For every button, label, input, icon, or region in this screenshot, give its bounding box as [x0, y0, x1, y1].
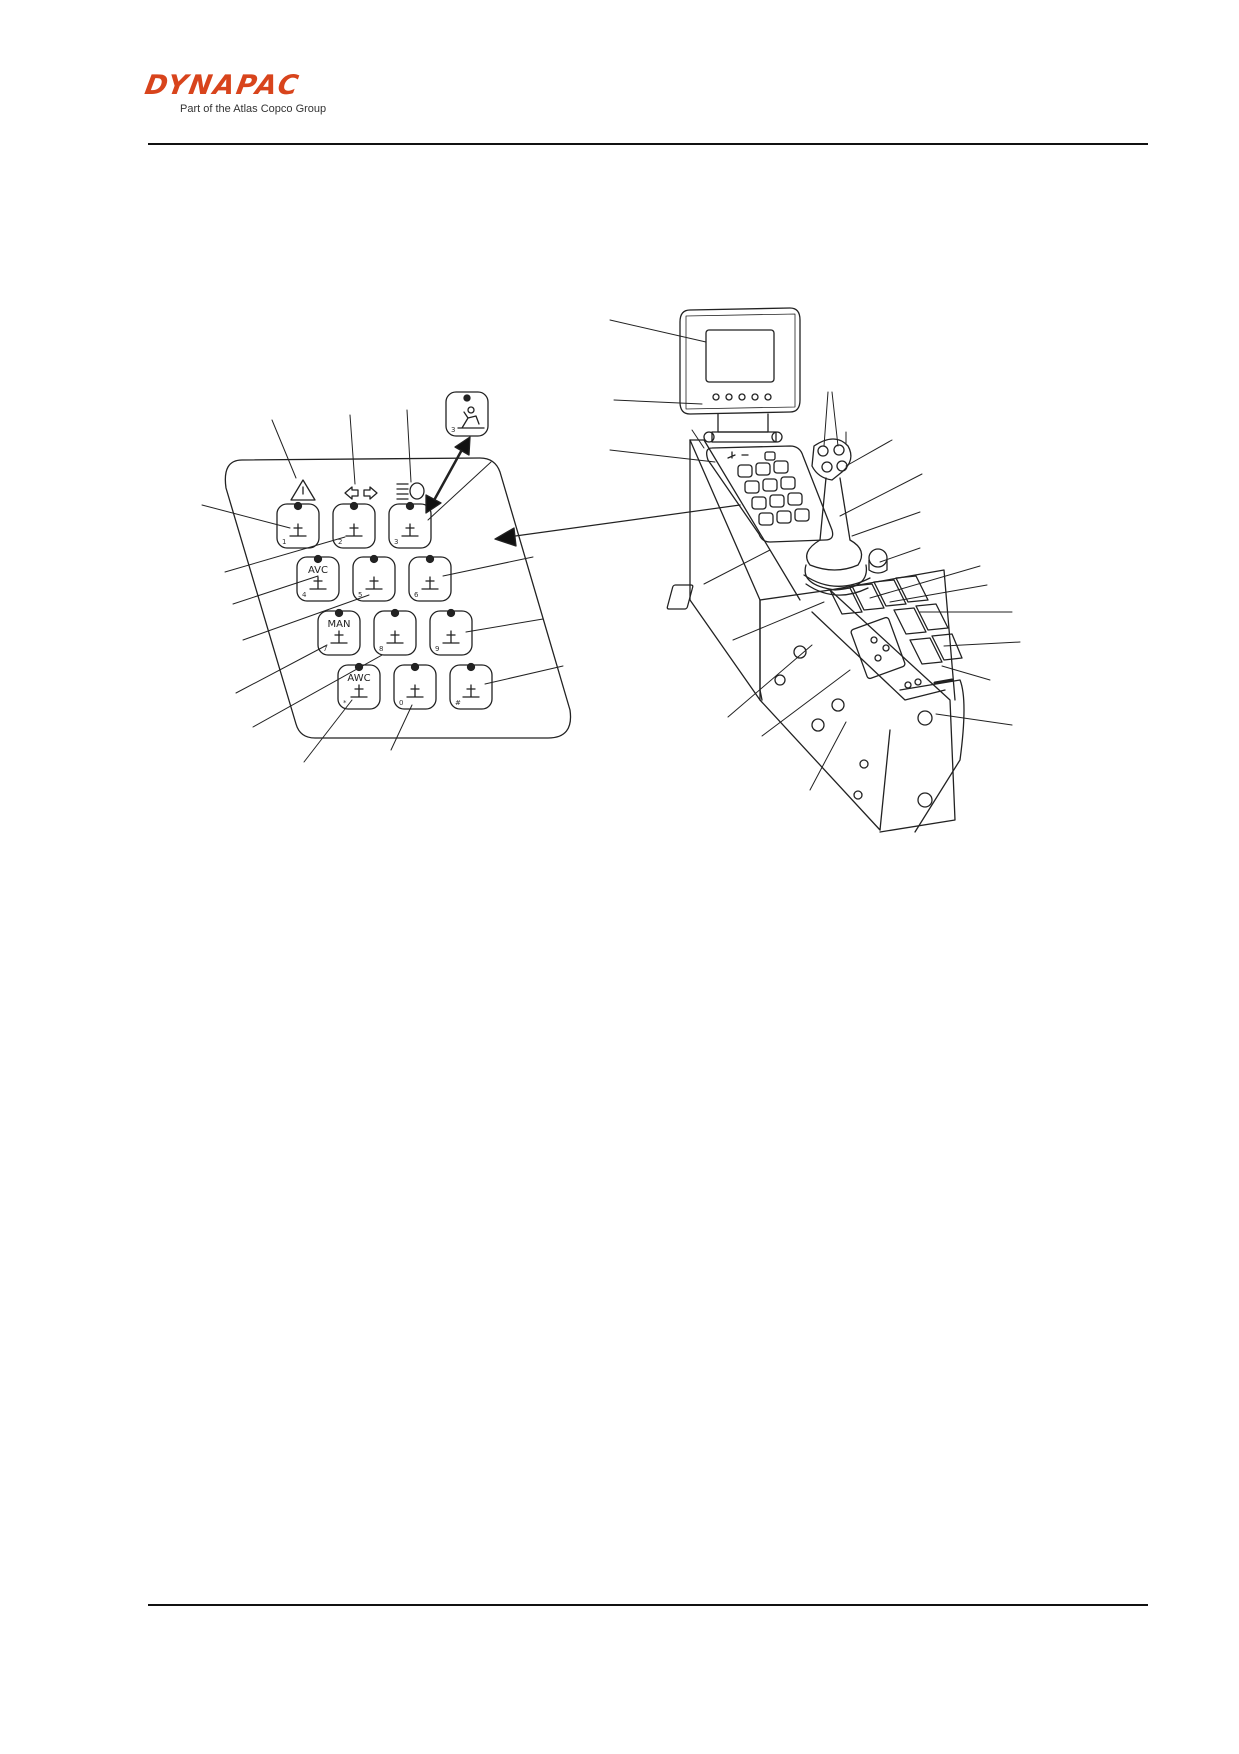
key-number: 3: [451, 426, 455, 434]
key-number: 3: [394, 538, 398, 546]
key-number: 6: [414, 591, 419, 599]
key-indicator-led: [446, 608, 456, 618]
joystick: [803, 438, 888, 596]
amplitude-up-icon: [386, 630, 404, 644]
key-number: 2: [338, 538, 342, 546]
keypad-key-12: #: [449, 662, 493, 710]
control-unit: [609, 307, 1021, 833]
key-number: 9: [435, 645, 439, 653]
key-indicator-led: [405, 501, 415, 511]
key-indicator-led: [349, 501, 359, 511]
manual-mode-icon: [330, 630, 348, 644]
keypad-key-7: MAN 7: [317, 608, 361, 656]
awc-icon: [350, 684, 368, 698]
display-monitor: [679, 307, 801, 415]
display-mode-icon: [365, 576, 383, 590]
keypad-key-5: 5: [352, 554, 396, 602]
key-indicator-led: [293, 501, 303, 511]
keypad-key-11: 0: [393, 662, 437, 710]
key-number: 1: [282, 538, 286, 546]
key-indicator-led: [390, 608, 400, 618]
key-number: #: [455, 699, 461, 707]
settings-transfer-icon: [401, 523, 419, 537]
key-number: 8: [379, 645, 383, 653]
worker-icon: [457, 406, 485, 429]
keypad-callout-arrow: [494, 504, 741, 547]
keypad-key-10: AWC *: [337, 662, 381, 710]
console-body: [666, 439, 965, 833]
keypad-key-6: 6: [408, 554, 452, 602]
link-arrow: [425, 436, 471, 514]
hazard-warning-icon: [290, 479, 316, 501]
unit-leader-lines: [609, 319, 1021, 791]
cabin-icon: [421, 576, 439, 590]
key-indicator-led: [334, 608, 344, 618]
keypad-key-8: 8: [373, 608, 417, 656]
brand-tagline: Part of the Atlas Copco Group: [180, 103, 327, 115]
key-number: 5: [358, 591, 362, 599]
keypad-key-3: 3: [388, 501, 432, 549]
amplitude-down-icon: [406, 684, 424, 698]
header-rule: [148, 143, 1148, 145]
footer-rule: [148, 1604, 1148, 1606]
keypad-key-9: 9: [429, 608, 473, 656]
key-indicator-led: [425, 554, 435, 564]
unit-keypad: [706, 445, 834, 543]
work-light-icon: [442, 630, 460, 644]
key-number: 7: [323, 645, 327, 653]
horn-icon: [462, 684, 480, 698]
avc-icon: [309, 576, 327, 590]
key-indicator-led: [369, 554, 379, 564]
keypad-key-4: AVC 4: [296, 554, 340, 602]
keypad-leader-lines: [201, 409, 564, 763]
asphalt-mode-icon: [345, 523, 363, 537]
key-number: 4: [302, 591, 307, 599]
vibration-icon: [289, 523, 307, 537]
keypad-key-1: 1: [276, 501, 320, 549]
key-label: AVC: [308, 565, 328, 576]
key-indicator-led: [410, 662, 420, 672]
key-number: 0: [399, 699, 403, 707]
turn-signal-icon: [344, 486, 378, 500]
key-label: MAN: [328, 619, 351, 630]
headlight-icon: [396, 482, 425, 500]
key-indicator-led: [313, 554, 323, 564]
keypad-outline: [224, 457, 572, 739]
keypad-key-2: 2: [332, 501, 376, 549]
inset-key: 3: [445, 391, 489, 437]
key-number: *: [343, 699, 347, 707]
key-indicator-led: [466, 662, 476, 672]
key-label: AWC: [347, 673, 370, 684]
